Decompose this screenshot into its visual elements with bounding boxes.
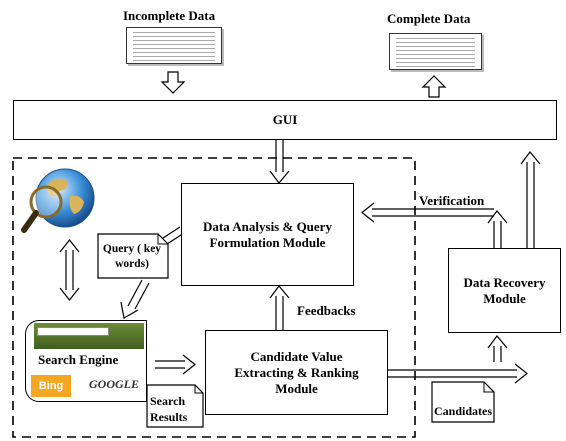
complete-data-table-icon <box>389 33 482 70</box>
incomplete-data-label: Incomplete Data <box>123 8 216 23</box>
data-analysis-module: Data Analysis & Query Formulation Module <box>181 183 354 286</box>
google-logo-text: GOOGLE <box>89 377 139 391</box>
arrow-incomplete-to-gui <box>160 71 186 94</box>
candidates-label: Candidates <box>434 404 493 418</box>
arrow-gui-to-complete <box>421 75 447 98</box>
bing-logo-icon: Bing <box>31 375 71 397</box>
search-results-doc-shape <box>146 384 204 428</box>
globe-magnifier-icon <box>21 168 95 233</box>
gui-box: GUI <box>13 100 557 140</box>
candidate-value-label: Candidate Value Extracting & Ranking Mod… <box>234 348 359 396</box>
candidates-doc-shape <box>431 381 495 423</box>
arrow-candidates <box>388 335 528 384</box>
arrow-globe-search <box>59 239 80 301</box>
search-engine-screenshot-icon <box>34 323 144 349</box>
arrow-gui-to-analysis <box>269 140 290 184</box>
query-callout-shape <box>97 233 169 279</box>
feedbacks-label: Feedbacks <box>297 303 356 318</box>
data-recovery-label: Data Recovery Module <box>463 274 546 306</box>
complete-data-label: Complete Data <box>387 11 471 26</box>
search-engine-label: Search Engine <box>38 352 119 367</box>
data-analysis-label: Data Analysis & Query Formulation Module <box>203 218 332 250</box>
search-results-label: Search Results <box>150 394 188 424</box>
arrow-verification <box>361 202 508 248</box>
query-label: Query ( key words) <box>102 243 162 270</box>
incomplete-data-table-icon <box>126 27 222 64</box>
arrow-feedbacks <box>269 285 290 330</box>
arrow-recovery-to-gui <box>520 151 541 248</box>
google-logo-icon: GOOGLE <box>86 373 142 395</box>
search-engine-panel: Search Engine Bing GOOGLE <box>25 320 147 402</box>
gui-label: GUI <box>272 112 298 127</box>
data-recovery-module: Data Recovery Module <box>448 248 561 333</box>
bing-search-bar <box>37 327 109 336</box>
arrow-query-to-search <box>120 279 150 319</box>
system-boundary <box>12 157 416 438</box>
bing-logo-text: Bing <box>38 380 64 392</box>
candidate-value-module: Candidate Value Extracting & Ranking Mod… <box>205 330 388 415</box>
verification-label: Verification <box>419 193 485 208</box>
arrow-search-to-candidate <box>155 354 196 375</box>
